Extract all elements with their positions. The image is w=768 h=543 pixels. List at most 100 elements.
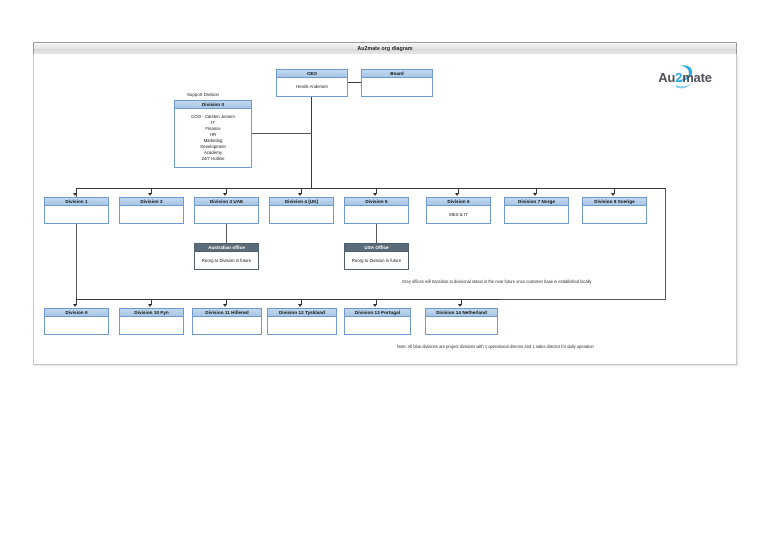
arrow-div11 <box>223 304 228 307</box>
node-division-8-header: Division 8 Sverige <box>582 197 647 206</box>
connector-drop-div1 <box>76 188 77 194</box>
node-division-8[interactable]: Division 8 Sverige <box>582 197 647 224</box>
node-ceo-header: CEO <box>276 69 348 78</box>
arrow-div1 <box>73 193 78 196</box>
connector-frame-left <box>76 188 77 300</box>
node-division-6-header: Division 6 <box>426 197 491 206</box>
node-board-body <box>361 78 433 97</box>
node-division-4[interactable]: Division 4 (UK) <box>269 197 334 224</box>
node-division-1-body <box>44 206 109 224</box>
logo-text-before: Au <box>658 70 676 85</box>
node-division-5-header: Division 5 <box>344 197 409 206</box>
connector-drop-div12 <box>301 299 302 305</box>
node-division-14-body <box>425 317 498 335</box>
connector-drop-div9 <box>76 299 77 305</box>
node-division-13-header: Division 13 Portugal <box>344 308 411 317</box>
arrow-div8 <box>611 193 616 196</box>
node-division-10[interactable]: Division 10 Fyn <box>119 308 184 335</box>
node-division-9[interactable]: Division 9 <box>44 308 109 335</box>
arrow-div6 <box>455 193 460 196</box>
node-division-1[interactable]: Division 1 <box>44 197 109 224</box>
node-ceo[interactable]: CEO Henrik Andersen <box>276 69 348 97</box>
node-division-14[interactable]: Division 14 Netherland <box>425 308 498 335</box>
node-division-2-body <box>119 206 184 224</box>
node-division-3[interactable]: Division 3 UAE <box>194 197 259 224</box>
node-division-13[interactable]: Division 13 Portugal <box>344 308 411 335</box>
logo-text-after: mate <box>682 70 712 85</box>
connector-drop-div2 <box>151 188 152 194</box>
logo-text-digit: 2 <box>675 70 683 85</box>
node-division-7-body <box>504 206 569 224</box>
connector-frame-right <box>665 188 666 300</box>
node-division-9-header: Division 9 <box>44 308 109 317</box>
diagram-canvas: Au2mate CEO Henrik Andersen Board Suppor… <box>33 54 737 365</box>
connector-drop-div10 <box>151 299 152 305</box>
note-blue-divisions: Note: All blue divisions are project div… <box>397 344 594 349</box>
node-division-3-body <box>194 206 259 224</box>
node-division-4-body <box>269 206 334 224</box>
connector-drop-div11 <box>226 299 227 305</box>
node-division-7[interactable]: Division 7 Norge <box>504 197 569 224</box>
note-grey-offices: Grey offices will transition to division… <box>402 279 592 284</box>
node-division-2[interactable]: Division 2 <box>119 197 184 224</box>
arrow-div14 <box>458 304 463 307</box>
connector-drop-div14 <box>461 299 462 305</box>
node-division-13-body <box>344 317 411 335</box>
connector-ceo-board <box>348 82 361 84</box>
division-0-line: COO - Carsten Jensen <box>191 114 235 120</box>
node-division-7-header: Division 7 Norge <box>504 197 569 206</box>
node-division-4-header: Division 4 (UK) <box>269 197 334 206</box>
node-australian-office-header: Australian office <box>194 243 259 252</box>
node-division-5-body <box>344 206 409 224</box>
node-division-3-header: Division 3 UAE <box>194 197 259 206</box>
node-division-2-header: Division 2 <box>119 197 184 206</box>
node-division-11-body <box>192 317 262 335</box>
division-0-line: Marketing <box>203 138 223 143</box>
division-0-line: Finance <box>205 126 221 132</box>
connector-ceo-trunk <box>311 97 313 189</box>
node-australian-office-body: Reorg to Division in future <box>194 252 259 270</box>
node-division-5[interactable]: Division 5 <box>344 197 409 224</box>
node-division-1-header: Division 1 <box>44 197 109 206</box>
node-usa-office-header: USA Office <box>344 243 409 252</box>
node-division-10-header: Division 10 Fyn <box>119 308 184 317</box>
node-division-10-body <box>119 317 184 335</box>
connector-div3-to-australia <box>226 224 227 243</box>
connector-div5-to-usa <box>376 224 377 243</box>
node-usa-office[interactable]: USA Office Reorg to Division in future <box>344 243 409 270</box>
connector-drop-div5 <box>376 188 377 194</box>
arrow-div7 <box>533 193 538 196</box>
node-division-6[interactable]: Division 6 MES & IT <box>426 197 491 224</box>
node-division-0[interactable]: Division 0 COO - Carsten Jensen IT Finan… <box>174 100 252 168</box>
node-division-8-body <box>582 206 647 224</box>
connector-bus-row2 <box>76 299 501 301</box>
node-australian-office[interactable]: Australian office Reorg to Division in f… <box>194 243 259 270</box>
arrow-div12 <box>298 304 303 307</box>
connector-drop-div8 <box>614 188 615 194</box>
logo-wordmark: Au2mate <box>646 70 724 85</box>
node-division-9-body <box>44 317 109 335</box>
node-division-12-body <box>267 317 337 335</box>
connector-drop-div4 <box>301 188 302 194</box>
division-0-line: Academy <box>204 149 222 155</box>
node-division-12-header: Division 12 Tyskland <box>267 308 337 317</box>
arrow-div3 <box>223 193 228 196</box>
node-division-0-header: Division 0 <box>174 100 252 109</box>
node-division-0-body: COO - Carsten Jensen IT Finance HR Marke… <box>174 109 252 168</box>
arrow-div10 <box>148 304 153 307</box>
arrow-div9 <box>73 304 78 307</box>
node-usa-office-body: Reorg to Division in future <box>344 252 409 270</box>
window-title: Au2mate org diagram <box>357 46 413 52</box>
node-division-11[interactable]: Division 11 Hillerød <box>192 308 262 335</box>
node-board-header: Board <box>361 69 433 78</box>
node-division-12[interactable]: Division 12 Tyskland <box>267 308 337 335</box>
node-board[interactable]: Board <box>361 69 433 97</box>
arrow-div13 <box>373 304 378 307</box>
node-ceo-body: Henrik Andersen <box>276 78 348 97</box>
node-division-6-body: MES & IT <box>426 206 491 224</box>
connector-division0-to-trunk <box>252 133 312 134</box>
division-0-line: HR <box>209 132 217 138</box>
logo-swoosh-icon <box>676 65 693 89</box>
support-division-label: Support Division <box>187 92 219 97</box>
connector-bus-row1 <box>76 188 666 190</box>
